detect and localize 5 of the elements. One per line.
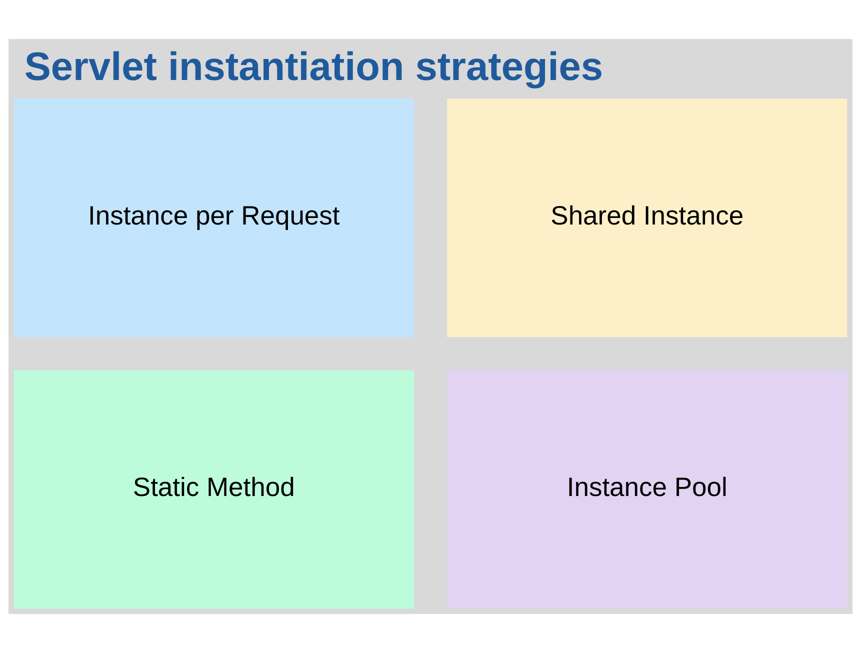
node-box: Instance Pool — [447, 370, 848, 608]
diagram-title: Servlet instantiation strategies — [24, 44, 603, 89]
node-box: Shared Instance — [447, 98, 848, 337]
node-box: Static Method — [14, 370, 414, 608]
node-box: Instance per Request — [14, 98, 414, 337]
